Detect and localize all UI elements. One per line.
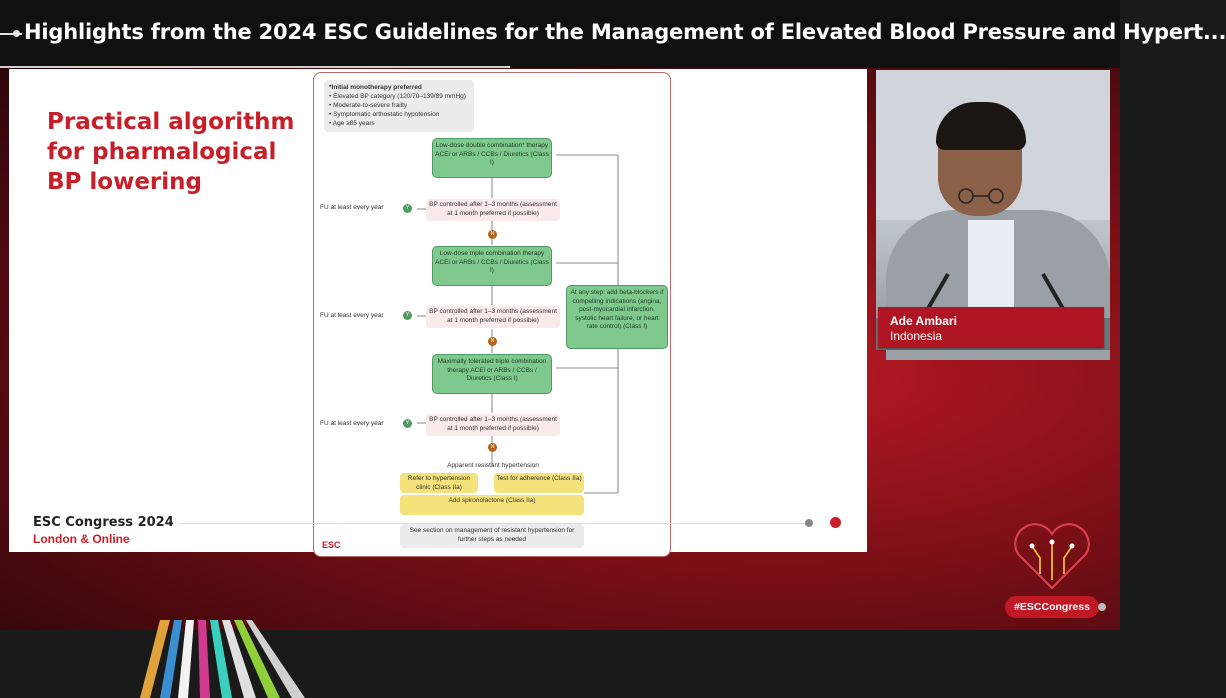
slide-dot-grey	[805, 519, 813, 527]
spironolactone-box: Add spironolactone (Class IIa)	[400, 495, 584, 515]
progress-bar	[0, 66, 510, 68]
monotherapy-note: *Initial monotherapy preferred • Elevate…	[324, 80, 474, 132]
banner-rule	[0, 33, 22, 35]
congress-location: London & Online	[33, 532, 130, 546]
apparent-resistant-label: Apparent resistant hypertension	[447, 462, 539, 469]
esc-heart-icon	[1014, 523, 1090, 590]
esc-logo: ESC	[322, 540, 341, 550]
beta-blocker-box: At any step: add beta-blockers if compel…	[566, 285, 668, 349]
note-heading: *Initial monotherapy preferred	[329, 84, 422, 91]
presentation-slide: Practical algorithm for pharmalogical BP…	[9, 69, 867, 557]
banner-dot	[13, 30, 20, 37]
no-marker: N	[488, 230, 497, 239]
bp-check-3: BP controlled after 1–3 months (assessme…	[426, 414, 560, 436]
speaker-name: Ade Ambari	[890, 314, 957, 328]
step-max-triple: Maximally tolerated triple combination t…	[432, 354, 552, 394]
fu-label: FU at least every year	[320, 420, 384, 427]
congress-branding: ESC Congress 2024 London & Online	[33, 515, 174, 546]
no-marker: N	[488, 337, 497, 346]
slide-title: Practical algorithm for pharmalogical BP…	[47, 109, 295, 195]
algorithm-figure: *Initial monotherapy preferred • Elevate…	[313, 72, 671, 557]
note-item: • Symptomatic orthostatic hypotension	[329, 111, 440, 118]
test-adherence-box: Test for adherence (Class IIa)	[494, 473, 584, 493]
hashtag-dot	[1098, 603, 1106, 611]
congress-name: ESC Congress 2024	[33, 515, 174, 530]
bp-check-1: BP controlled after 1–3 months (assessme…	[426, 199, 560, 221]
see-section-box: See section on management of resistant h…	[400, 524, 584, 548]
speaker-country: Indonesia	[890, 329, 943, 343]
top-banner: Highlights from the 2024 ESC Guidelines …	[0, 0, 1226, 68]
note-item: • Moderate-to-severe frailty	[329, 102, 408, 109]
no-marker: N	[488, 443, 497, 452]
fu-label: FU at least every year	[320, 204, 384, 211]
slide-divider	[179, 523, 809, 524]
step-double-combination: Low-dose double combination* therapy ACE…	[432, 138, 552, 178]
step-triple-combination: Low-dose triple combination therapy ACEi…	[432, 246, 552, 286]
yes-marker: Y	[403, 419, 412, 428]
note-item: • Age ≥85 years	[329, 120, 375, 127]
hashtag-badge: #ESCCongress	[1005, 596, 1099, 618]
bp-check-2: BP controlled after 1–3 months (assessme…	[426, 306, 560, 328]
session-title: Highlights from the 2024 ESC Guidelines …	[24, 20, 1226, 44]
speaker-nameplate: Ade Ambari Indonesia	[878, 307, 1104, 348]
speaker-hair	[936, 102, 1026, 150]
glasses-icon	[958, 188, 1004, 204]
note-item: • Elevated BP category (120/70–139/89 mm…	[329, 93, 466, 100]
fu-label: FU at least every year	[320, 312, 384, 319]
decorative-stripes	[140, 620, 305, 698]
yes-marker: Y	[403, 204, 412, 213]
yes-marker: Y	[403, 311, 412, 320]
slide-dot-red	[830, 517, 841, 528]
refer-clinic-box: Refer to hypertension clinic (Class IIa)	[400, 473, 478, 493]
